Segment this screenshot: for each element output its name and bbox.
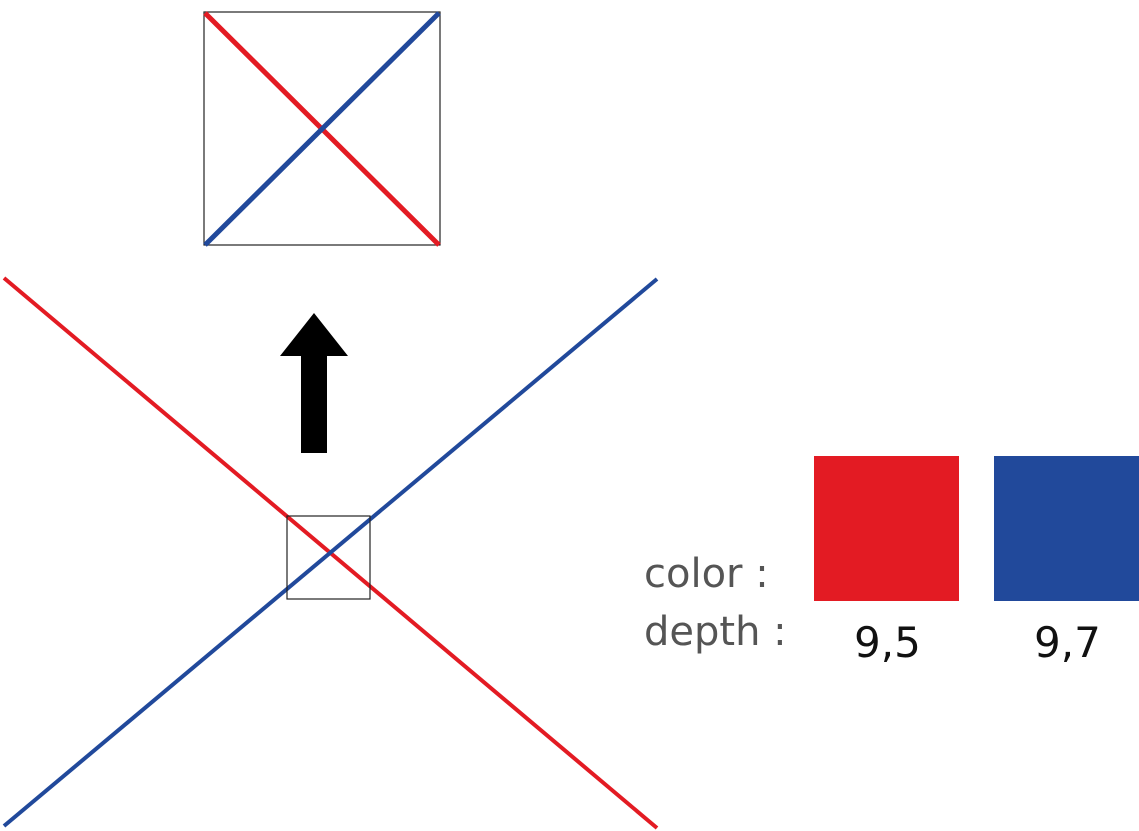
zoom-region-box (286, 515, 371, 600)
depth-label: depth : (644, 609, 787, 655)
blue-swatch (994, 456, 1139, 601)
red-depth-value: 9,5 (854, 618, 921, 667)
blue-line-zoomed (203, 11, 441, 247)
blue-line-main (2, 277, 659, 828)
red-swatch (814, 456, 959, 601)
blue-depth-value: 9,7 (1034, 618, 1101, 667)
color-label: color : (644, 551, 769, 597)
up-arrow-icon (280, 313, 348, 453)
zoom-detail-box (203, 11, 441, 246)
